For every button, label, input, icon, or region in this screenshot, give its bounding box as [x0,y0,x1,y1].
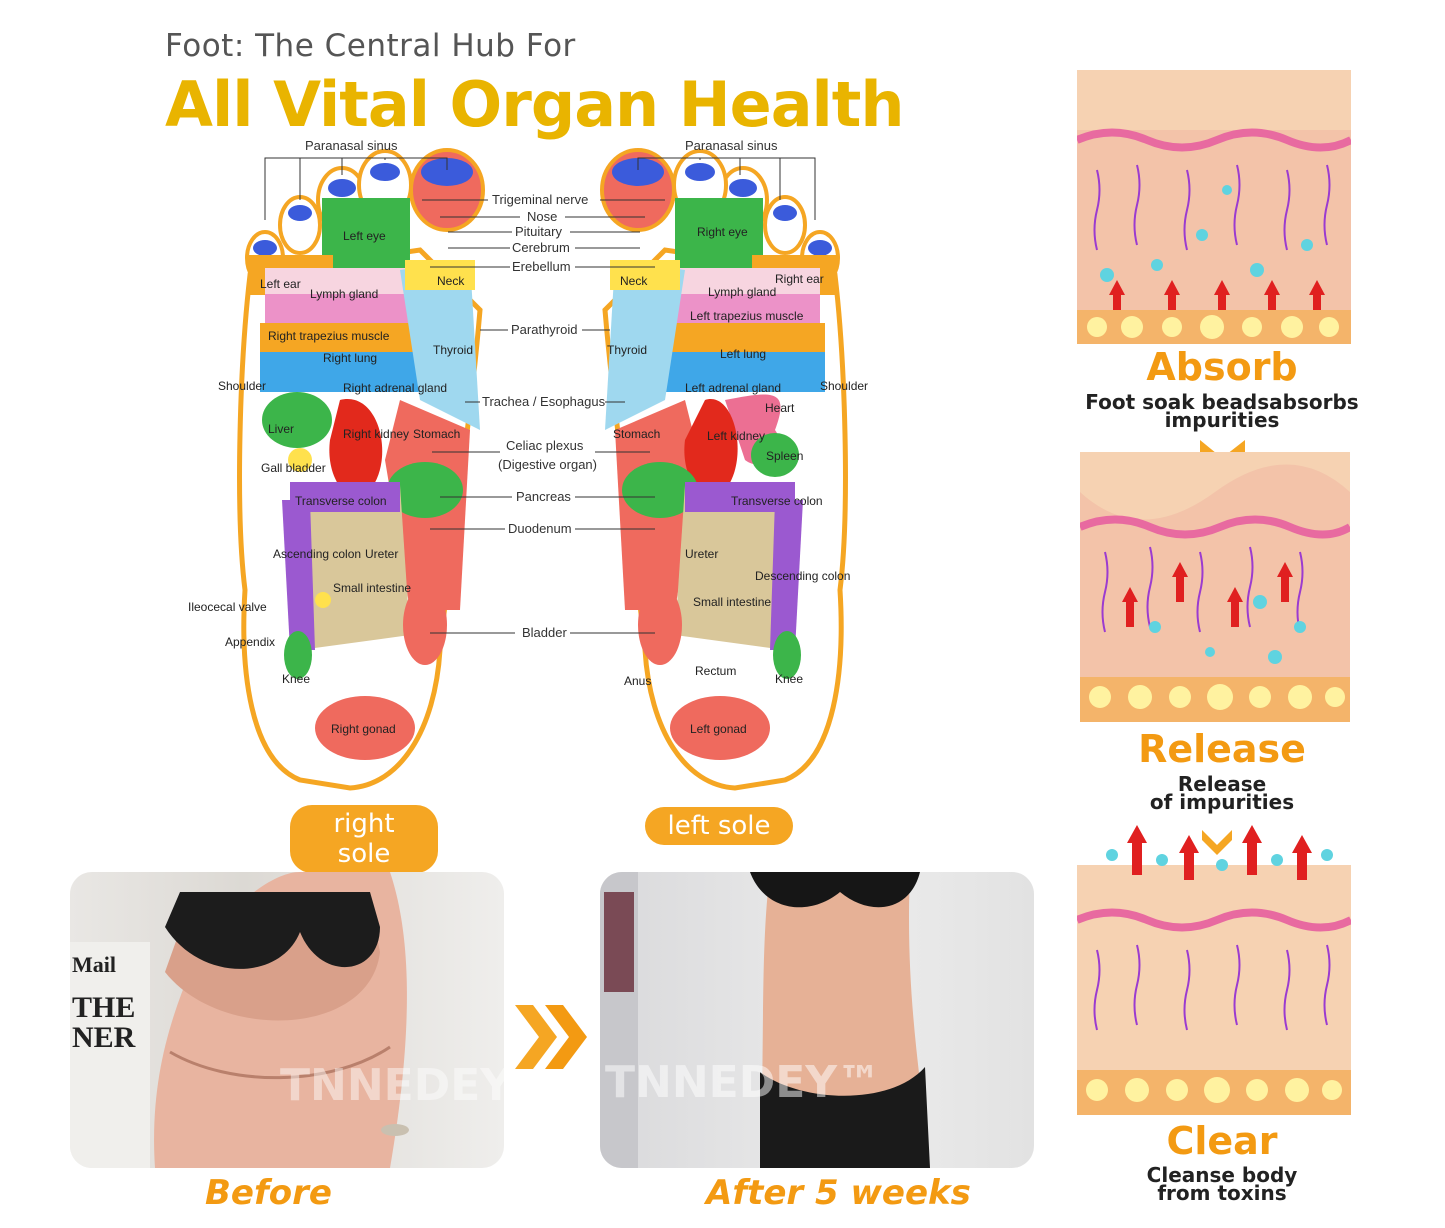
svg-text:Left kidney: Left kidney [707,429,765,443]
svg-text:Descending colon: Descending colon [755,569,850,583]
svg-text:Left lung: Left lung [720,347,766,361]
svg-text:Neck: Neck [620,274,648,288]
newspaper-headline-2: NER [72,1021,136,1054]
svg-text:Liver: Liver [268,422,294,436]
svg-text:Appendix: Appendix [225,635,275,649]
center-labels [264,157,816,634]
label-nose: Nose [527,209,557,224]
clear-desc-line-2: from toxins [1157,1181,1287,1205]
left-sole-diagram: Right eye Right ear Lymph gland Left tra… [600,148,868,791]
svg-text:Left gonad: Left gonad [690,722,747,736]
svg-text:Left eye: Left eye [343,229,386,243]
svg-text:Anus: Anus [624,674,651,688]
svg-text:Thyroid: Thyroid [607,343,647,357]
svg-text:Right trapezius muscle: Right trapezius muscle [268,329,390,343]
svg-text:Stomach: Stomach [413,427,460,441]
svg-text:Gall bladder: Gall bladder [261,461,326,475]
subtitle: Foot: The Central Hub For [165,28,576,64]
label-pituitary: Pituitary [515,224,562,239]
page-title: All Vital Organ Health [165,68,905,141]
clear-skin-illustration [1077,825,1351,1115]
absorb-title: Absorb [1146,345,1298,389]
release-title: Release [1138,727,1306,771]
newspaper-masthead: Mail [72,952,116,977]
svg-text:Small intestine: Small intestine [333,581,411,595]
label-paranasal-left: Paranasal sinus [685,138,778,153]
svg-text:Neck: Neck [437,274,465,288]
label-digestive: (Digestive organ) [498,457,597,472]
svg-text:Right ear: Right ear [775,272,824,286]
svg-text:Ileocecal valve: Ileocecal valve [188,600,267,614]
label-bladder: Bladder [522,625,567,640]
absorb-desc-line-2: impurities [1164,408,1280,432]
release-skin-illustration [1080,452,1350,722]
watermark-after: TNNEDEY™ [605,1057,881,1108]
svg-text:Knee: Knee [775,672,803,686]
svg-text:Lymph gland: Lymph gland [310,287,378,301]
svg-text:Stomach: Stomach [613,427,660,441]
svg-text:Left trapezius muscle: Left trapezius muscle [690,309,804,323]
right-sole-badge: right sole [290,805,438,873]
label-parathyroid: Parathyroid [511,322,577,337]
label-trachea: Trachea / Esophagus [482,394,606,409]
svg-text:Shoulder: Shoulder [820,379,868,393]
svg-text:Left ear: Left ear [260,277,301,291]
before-caption: Before [205,1173,332,1213]
svg-text:Transverse colon: Transverse colon [295,494,387,508]
label-pancreas: Pancreas [516,489,571,504]
svg-text:Ureter: Ureter [685,547,718,561]
svg-text:Ureter: Ureter [365,547,398,561]
svg-text:Spleen: Spleen [766,449,803,463]
label-cerebrum: Cerebrum [512,240,570,255]
release-desc-line-1: Release [1177,772,1267,796]
watermark: TNNEDEY™ [280,1060,504,1111]
progress-arrow-icon [515,1005,587,1069]
svg-text:Thyroid: Thyroid [433,343,473,357]
foot-reflexology-map: Left eye Left ear Lymph gland Right trap… [188,138,868,791]
svg-text:Right adrenal gland: Right adrenal gland [343,381,447,395]
svg-text:Ascending colon: Ascending colon [273,547,361,561]
clear-title: Clear [1166,1119,1278,1163]
label-paranasal-right: Paranasal sinus [305,138,398,153]
svg-text:Right lung: Right lung [323,351,377,365]
svg-text:Shoulder: Shoulder [218,379,266,393]
absorb-skin-illustration [1077,70,1351,344]
label-duodenum: Duodenum [508,521,572,536]
newspaper-headline-1: THE [72,991,135,1024]
svg-text:Knee: Knee [282,672,310,686]
left-sole-badge: left sole [645,807,793,845]
svg-text:Left adrenal gland: Left adrenal gland [685,381,781,395]
right-sole-diagram: Left eye Left ear Lymph gland Right trap… [188,148,485,791]
before-photo: Mail THE NER TNNEDEY™ [70,872,504,1168]
svg-text:Right eye: Right eye [697,225,748,239]
clear-desc-line-1: Cleanse body [1146,1163,1298,1187]
svg-text:Right kidney: Right kidney [343,427,409,441]
label-celiac: Celiac plexus [506,438,584,453]
release-desc-line-2: of impurities [1149,790,1295,814]
svg-text:Right gonad: Right gonad [331,722,396,736]
after-caption: After 5 weeks [706,1173,971,1213]
after-photo: TNNEDEY™ [600,872,1034,1168]
svg-text:Small intestine: Small intestine [693,595,771,609]
absorb-desc-line-1: Foot soak beadsabsorbs [1085,390,1359,414]
svg-text:Rectum: Rectum [695,664,736,678]
label-erebellum: Erebellum [512,259,571,274]
svg-text:Transverse colon: Transverse colon [731,494,823,508]
label-trigeminal: Trigeminal nerve [492,192,588,207]
svg-text:Lymph gland: Lymph gland [708,285,776,299]
svg-text:Heart: Heart [765,401,795,415]
